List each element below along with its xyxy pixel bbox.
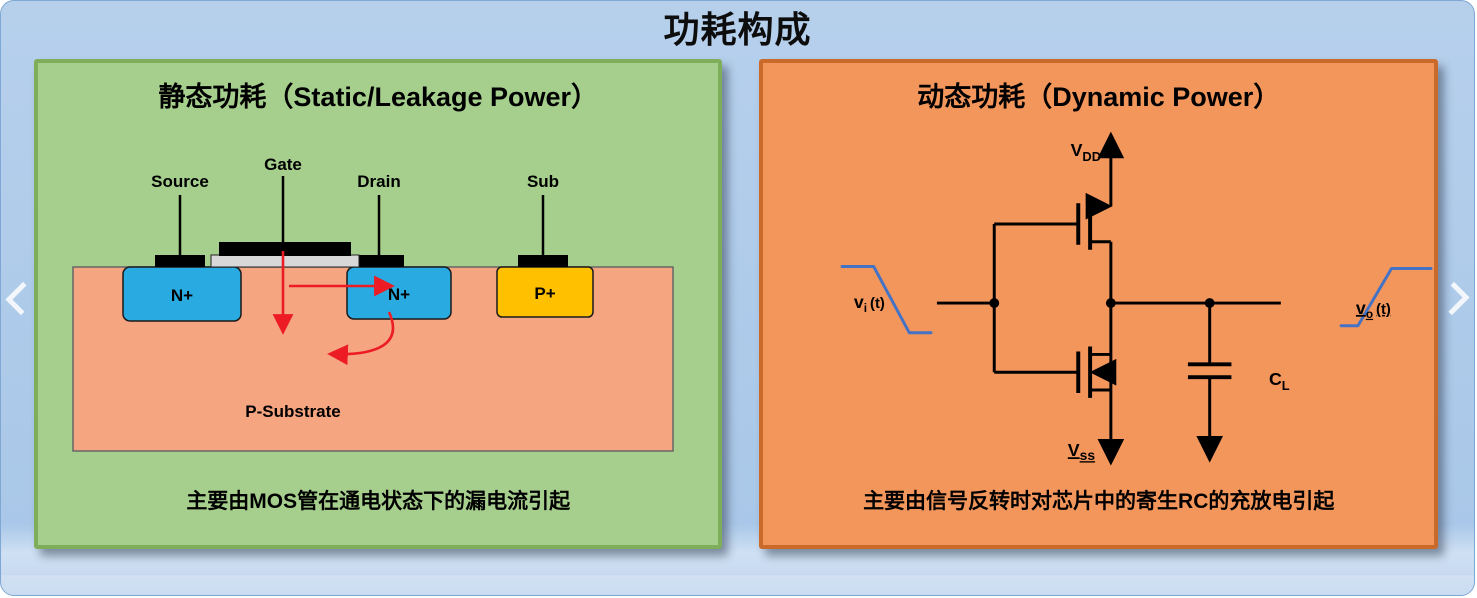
bottom-highlight-strip	[1, 575, 1474, 595]
vss-label: Vss	[1068, 440, 1096, 463]
mosfet-cross-section-diagram: Source Gate Drain Sub N+ N+ P+ P-Substra…	[72, 155, 674, 452]
drain-label: Drain	[357, 172, 400, 191]
n-plus-drain-label: N+	[388, 285, 410, 304]
metal-contacts	[155, 255, 568, 267]
vdd-label: VDD	[1071, 140, 1101, 164]
page-title: 功耗构成	[663, 9, 812, 50]
static-panel-caption: 主要由MOS管在通电状态下的漏电流引起	[186, 490, 571, 513]
gate-electrode	[219, 242, 351, 256]
next-slide-button[interactable]	[1436, 275, 1472, 321]
input-falling-edge-waveform	[841, 265, 933, 335]
transistor-bars	[1076, 198, 1232, 398]
dynamic-panel-title: 动态功耗（Dynamic Power）	[917, 82, 1281, 112]
junction-leakage-arrow	[327, 311, 395, 366]
sub-label: Sub	[527, 172, 559, 191]
dynamic-panel-caption: 主要由信号反转时对芯片中的寄生RC的充放电引起	[863, 490, 1335, 513]
p-substrate-label: P-Substrate	[245, 402, 340, 421]
chevron-right-icon	[1436, 281, 1470, 315]
signal-waveforms	[841, 265, 1434, 335]
gate-label: Gate	[264, 155, 302, 174]
output-signal-label: vo(t)	[1356, 298, 1391, 321]
gate-oxide-layer	[210, 254, 360, 268]
panels-container: 静态功耗（Static/Leakage Power）	[1, 59, 1474, 549]
prev-slide-button[interactable]	[3, 275, 39, 321]
source-label: Source	[151, 172, 209, 191]
dynamic-power-panel: 动态功耗（Dynamic Power）	[759, 59, 1438, 549]
input-signal-label: vi(t)	[854, 292, 885, 315]
circuit-wires	[937, 131, 1282, 466]
terminal-leads	[178, 176, 545, 256]
static-panel-title: 静态功耗（Static/Leakage Power）	[158, 82, 599, 112]
load-capacitance-label: CL	[1269, 369, 1290, 393]
output-rising-edge-waveform	[1340, 266, 1434, 328]
leakage-current-arrows	[272, 251, 395, 366]
junction-dots	[989, 298, 1216, 308]
p-plus-label: P+	[534, 284, 555, 303]
cmos-inverter-circuit-diagram: VDD Vss vi(t) vo(t) CL	[841, 131, 1434, 466]
n-plus-source-label: N+	[171, 286, 193, 305]
static-power-panel: 静态功耗（Static/Leakage Power）	[34, 59, 723, 549]
